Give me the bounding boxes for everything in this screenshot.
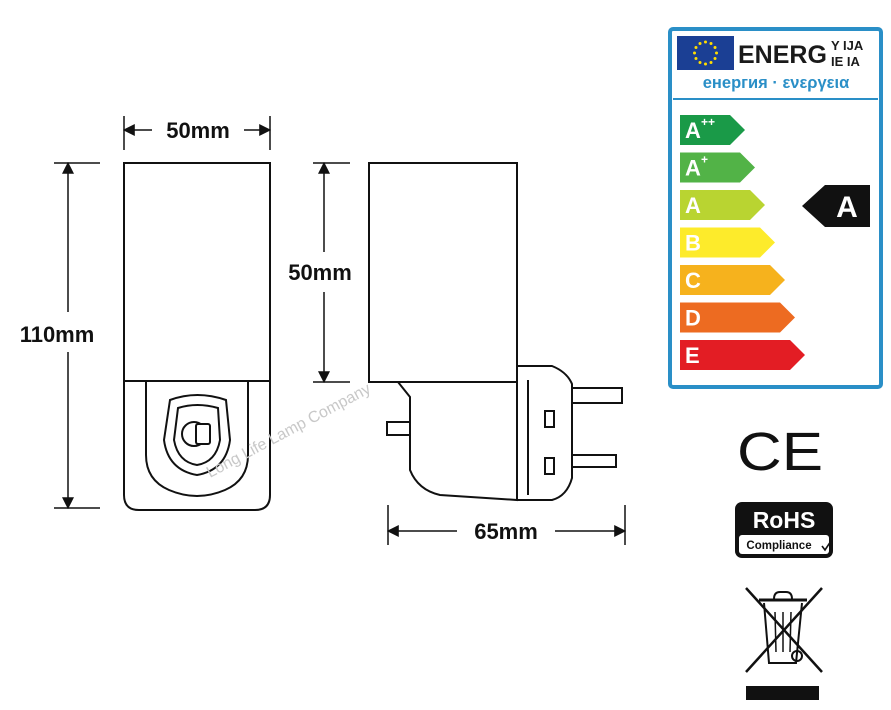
eu-star-icon bbox=[713, 57, 717, 60]
front-height-label: 110mm bbox=[20, 322, 95, 347]
energy-class-arrow bbox=[680, 265, 785, 295]
side-height-label: 50mm bbox=[288, 260, 352, 285]
energy-class-arrow bbox=[680, 340, 805, 370]
eu-star-icon bbox=[715, 51, 718, 55]
eu-star-icon bbox=[709, 61, 713, 65]
energy-header-suffix-top: Y IJA bbox=[831, 38, 864, 53]
energy-class-arrow bbox=[680, 302, 795, 333]
ce-mark-text: CE bbox=[737, 422, 823, 482]
energy-class-letter: B bbox=[685, 231, 701, 256]
side-clip bbox=[386, 421, 411, 436]
weee-bar bbox=[746, 686, 819, 700]
energy-label: ENERG Y IJA IE IA енергия · ενεργεια A++… bbox=[668, 27, 883, 389]
energy-class-bar: D bbox=[680, 302, 795, 333]
energy-class-bar: A bbox=[680, 190, 765, 220]
side-view bbox=[368, 162, 623, 502]
eu-star-icon bbox=[694, 46, 698, 49]
side-depth-label: 65mm bbox=[474, 519, 538, 544]
energy-header: ENERG bbox=[738, 41, 827, 69]
front-width-label: 50mm bbox=[166, 118, 230, 143]
eu-star-icon bbox=[704, 62, 707, 66]
eu-star-icon bbox=[694, 57, 698, 60]
weee-mark bbox=[745, 587, 823, 700]
eu-star-icon bbox=[693, 51, 696, 55]
front-shade bbox=[123, 162, 271, 382]
front-height-dimension: 110mm bbox=[20, 161, 100, 510]
energy-class-bar: E bbox=[680, 340, 805, 370]
rohs-badge: RoHS Compliance bbox=[735, 502, 833, 558]
energy-class-letter: A bbox=[685, 118, 701, 143]
energy-class-letter: C bbox=[685, 268, 701, 293]
switch-recess bbox=[172, 404, 222, 467]
energy-class-arrow bbox=[680, 115, 745, 145]
energy-class-letter: A bbox=[685, 156, 701, 181]
front-width-dimension: 50mm bbox=[122, 116, 272, 150]
energy-class-arrow bbox=[680, 190, 765, 220]
energy-class-bar: A++ bbox=[680, 115, 745, 145]
live-pin bbox=[571, 454, 617, 468]
rating-arrow-icon bbox=[802, 185, 870, 227]
socket-slot-top bbox=[544, 410, 555, 428]
eu-stars-icon bbox=[693, 40, 718, 66]
energy-rating-indicator: A bbox=[802, 185, 870, 227]
eu-star-icon bbox=[704, 40, 707, 44]
earth-pin bbox=[571, 387, 623, 404]
energy-header-suffix-bottom: IE IA bbox=[831, 54, 861, 69]
energy-class-bar: C bbox=[680, 265, 785, 295]
front-plug-inner bbox=[145, 380, 249, 497]
eu-star-icon bbox=[698, 41, 702, 45]
energy-class-superscript: ++ bbox=[701, 115, 715, 129]
side-plug-back bbox=[516, 365, 573, 501]
energy-class-arrow bbox=[680, 227, 775, 258]
side-adapter bbox=[395, 381, 518, 502]
energy-class-superscript: + bbox=[701, 153, 708, 167]
energy-class-letter: E bbox=[685, 343, 700, 368]
switch-housing bbox=[162, 394, 232, 477]
check-icon bbox=[821, 540, 832, 552]
crossed-out-wheelie-bin-icon bbox=[745, 587, 823, 673]
front-view bbox=[123, 162, 271, 511]
energy-class-bar: B bbox=[680, 227, 775, 258]
energy-class-letter: D bbox=[685, 306, 701, 331]
socket-slot-bottom bbox=[544, 457, 555, 475]
side-height-dimension: 50mm bbox=[288, 161, 352, 384]
eu-star-icon bbox=[709, 41, 713, 45]
energy-subtitle: енергия · ενεργεια bbox=[703, 74, 850, 92]
energy-class-bar: A+ bbox=[680, 152, 755, 183]
eu-star-icon bbox=[713, 46, 717, 49]
rating-letter: A bbox=[836, 191, 858, 224]
energy-class-letter: A bbox=[685, 193, 701, 218]
rohs-title: RoHS bbox=[753, 507, 816, 533]
switch-toggle bbox=[195, 423, 211, 445]
eu-star-icon bbox=[698, 61, 702, 65]
side-depth-dimension: 65mm bbox=[386, 505, 627, 545]
rohs-subtitle: Compliance bbox=[746, 540, 811, 552]
ce-mark: CE bbox=[737, 422, 823, 482]
energy-class-arrow bbox=[680, 152, 755, 183]
side-shade bbox=[368, 162, 518, 383]
